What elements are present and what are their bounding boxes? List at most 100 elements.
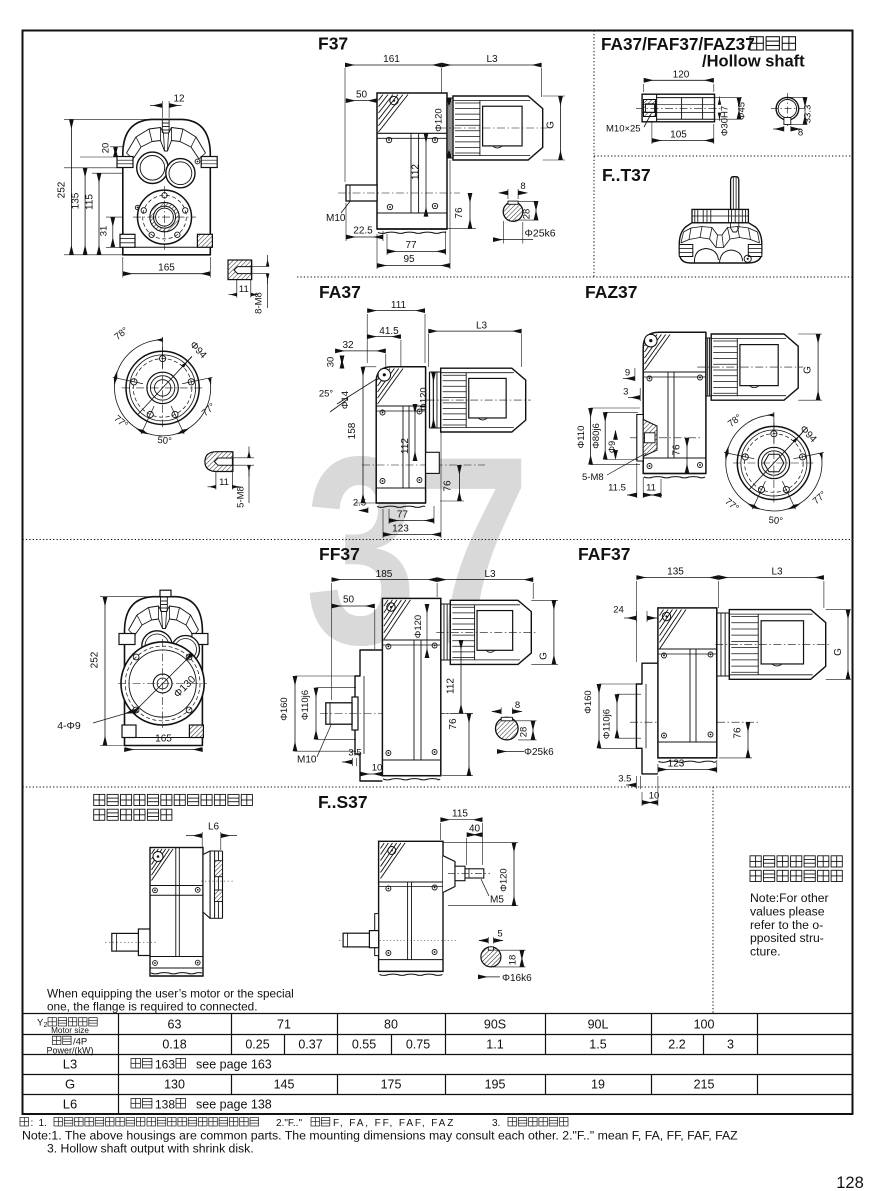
svg-text:L6: L6 [208, 821, 220, 832]
svg-text:1.: 1. [39, 1118, 47, 1129]
svg-text:Φ120: Φ120 [413, 615, 424, 638]
svg-text:8: 8 [798, 128, 803, 139]
svg-text:12: 12 [173, 94, 185, 105]
svg-text:165: 165 [155, 734, 172, 745]
svg-text:11: 11 [646, 483, 656, 494]
svg-text:Φ14: Φ14 [340, 391, 351, 409]
svg-text:18: 18 [508, 955, 519, 966]
svg-text:90S: 90S [484, 1018, 506, 1032]
svg-text:cture.: cture. [750, 945, 780, 959]
svg-text:L3: L3 [476, 320, 488, 331]
svg-text:9: 9 [625, 368, 630, 379]
svg-text:Φ160: Φ160 [583, 690, 594, 713]
svg-text:0.75: 0.75 [406, 1038, 430, 1052]
svg-text:78°: 78° [112, 325, 130, 343]
svg-text:5: 5 [497, 929, 502, 940]
svg-text:refer to the o-: refer to the o- [750, 918, 823, 932]
svg-text:20: 20 [101, 143, 112, 154]
svg-text:M10: M10 [326, 213, 346, 224]
svg-text:50°: 50° [157, 435, 172, 447]
svg-text:77: 77 [405, 240, 417, 251]
svg-text:Φ110j6: Φ110j6 [602, 709, 613, 739]
svg-text:11.5: 11.5 [608, 483, 626, 494]
svg-text:5-M8: 5-M8 [582, 472, 604, 483]
svg-text:0.25: 0.25 [245, 1038, 269, 1052]
svg-text:/Hollow shaft: /Hollow shaft [702, 53, 805, 71]
svg-text:112: 112 [400, 438, 411, 454]
svg-text:31: 31 [98, 226, 109, 237]
svg-text:8: 8 [515, 700, 520, 711]
svg-text:33.3: 33.3 [803, 105, 814, 124]
svg-text:163: 163 [155, 1057, 175, 1071]
svg-text:FAZ37: FAZ37 [585, 282, 638, 302]
svg-text:Φ25k6: Φ25k6 [525, 228, 556, 240]
svg-text:Φ160: Φ160 [279, 697, 290, 720]
svg-text:111: 111 [391, 300, 407, 311]
svg-text:185: 185 [376, 569, 393, 580]
svg-text:1.5: 1.5 [589, 1038, 606, 1052]
svg-text:8-M8: 8-M8 [254, 292, 265, 314]
svg-text:2: 2 [44, 1022, 48, 1029]
svg-text:see page 138: see page 138 [196, 1097, 272, 1111]
svg-text:130: 130 [164, 1077, 185, 1091]
svg-text:G: G [539, 652, 550, 660]
svg-text:2."F..": 2."F.." [276, 1118, 302, 1129]
svg-text:M5: M5 [490, 895, 504, 906]
svg-text:Φ9: Φ9 [607, 441, 617, 453]
svg-text:40: 40 [469, 824, 481, 835]
svg-text:112: 112 [446, 678, 457, 694]
svg-text:0.55: 0.55 [352, 1038, 376, 1052]
svg-text:90L: 90L [588, 1018, 609, 1032]
svg-text:10: 10 [372, 763, 383, 774]
svg-text:Φ110: Φ110 [576, 426, 587, 449]
svg-text:50: 50 [356, 89, 368, 100]
svg-text:0.18: 0.18 [162, 1038, 186, 1052]
svg-text:Y: Y [37, 1018, 44, 1029]
svg-text:165: 165 [158, 263, 175, 274]
svg-text:3.: 3. [492, 1118, 500, 1129]
svg-text:19: 19 [591, 1077, 605, 1091]
svg-text:1.1: 1.1 [486, 1038, 503, 1052]
svg-text:8: 8 [520, 181, 525, 192]
svg-text:L3: L3 [486, 54, 498, 65]
svg-text:25°: 25° [319, 389, 334, 400]
svg-text:M10: M10 [297, 755, 317, 766]
svg-text:63: 63 [168, 1018, 182, 1032]
svg-text:77°: 77° [723, 496, 741, 514]
svg-text:28: 28 [522, 209, 533, 220]
svg-text:138: 138 [155, 1097, 175, 1111]
svg-text:see page 163: see page 163 [196, 1057, 272, 1071]
svg-text:105: 105 [670, 130, 687, 141]
svg-text:195: 195 [485, 1077, 506, 1091]
svg-text:135: 135 [71, 192, 82, 209]
svg-text:77°: 77° [112, 413, 130, 431]
svg-text:76: 76 [733, 727, 744, 739]
svg-text:11: 11 [239, 284, 249, 295]
svg-text:Φ25k6: Φ25k6 [524, 747, 554, 758]
svg-text:FA37/FAF37/FAZ37: FA37/FAF37/FAZ37 [601, 34, 755, 54]
svg-text:71: 71 [277, 1018, 291, 1032]
svg-text:Φ120: Φ120 [419, 387, 430, 410]
svg-text:F37: F37 [318, 34, 348, 54]
svg-text:Φ120: Φ120 [434, 108, 445, 131]
svg-text:/4P: /4P [73, 1037, 87, 1048]
svg-text::: : [31, 1118, 34, 1129]
svg-text:123: 123 [392, 524, 409, 535]
svg-text:Φ30H7: Φ30H7 [720, 106, 731, 136]
svg-text:135: 135 [667, 567, 684, 578]
svg-text:215: 215 [694, 1077, 715, 1091]
svg-text:FAF37: FAF37 [578, 544, 631, 564]
svg-text:L3: L3 [63, 1056, 77, 1071]
svg-text:FF37: FF37 [319, 544, 360, 564]
svg-text:3. Hollow shaft output with sh: 3. Hollow shaft output with shrink disk. [47, 1142, 254, 1156]
svg-text:115: 115 [452, 809, 468, 820]
svg-text:L6: L6 [63, 1096, 77, 1111]
svg-text:158: 158 [347, 422, 358, 439]
svg-text:Note:For other: Note:For other [750, 891, 829, 905]
svg-text:120: 120 [673, 70, 690, 81]
svg-text:32: 32 [342, 340, 354, 351]
svg-text:77°: 77° [811, 489, 829, 507]
svg-text:112: 112 [411, 164, 422, 180]
svg-text:F..T37: F..T37 [602, 165, 651, 185]
svg-text:Motor size: Motor size [51, 1026, 89, 1035]
